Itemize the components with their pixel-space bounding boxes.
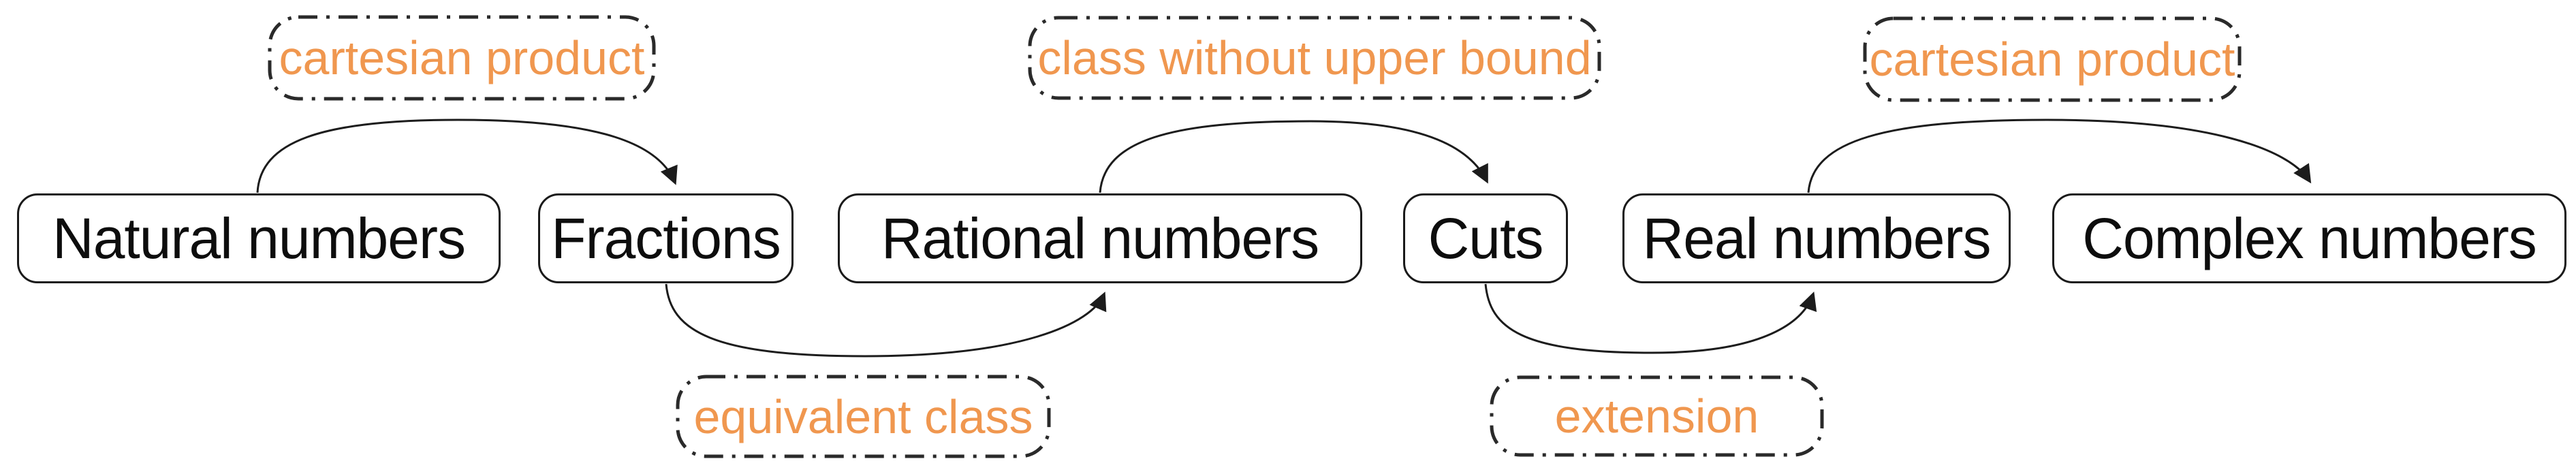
node-fractions[interactable]: Fractions [538, 193, 794, 283]
node-real-numbers[interactable]: Real numbers [1622, 193, 2011, 283]
edge-label-border-cartesian-product-1 [268, 15, 656, 101]
edge-label-cartesian-product-2[interactable]: cartesian product [1869, 33, 2235, 86]
node-cuts[interactable]: Cuts [1403, 193, 1568, 283]
edge-label-extension[interactable]: extension [1554, 390, 1759, 443]
edge-label-border-equivalent-class [676, 375, 1051, 458]
edge-label-class-without-upper-bound[interactable]: class without upper bound [1037, 31, 1592, 84]
arrow-natural-to-fractions [256, 118, 678, 193]
edge-label-cartesian-product-1[interactable]: cartesian product [279, 31, 645, 84]
edge-label-border-cartesian-product-2 [1863, 16, 2242, 102]
node-complex-numbers[interactable]: Complex numbers [2052, 193, 2566, 283]
edge-label-border-extension [1490, 375, 1824, 457]
arrow-rational-to-cuts [1099, 120, 1488, 193]
arrow-cuts-to-real [1484, 283, 1817, 354]
node-natural-numbers[interactable]: Natural numbers [17, 193, 501, 283]
edge-label-equivalent-class[interactable]: equivalent class [693, 390, 1033, 443]
arrow-real-to-complex [1807, 118, 2312, 193]
edge-label-border-class-without-upper-bound [1028, 16, 1601, 100]
arrow-fractions-to-rational [665, 283, 1107, 358]
node-rational-numbers[interactable]: Rational numbers [838, 193, 1362, 283]
